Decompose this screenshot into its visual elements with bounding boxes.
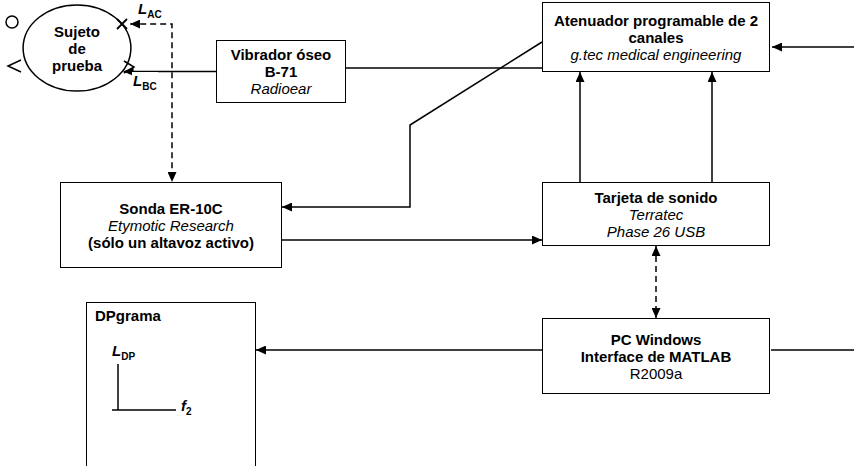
symbol-subscript: BC [142, 81, 156, 92]
connector-arrow [579, 72, 581, 182]
box-title: PC Windows [611, 331, 702, 348]
signal-label: LAC [137, 0, 163, 19]
ear-symbol [8, 60, 21, 72]
box-title: Sujeto de prueba [47, 23, 107, 74]
symbol-letter: L [133, 72, 142, 89]
signal-path [130, 24, 172, 182]
symbol-letter: L [112, 342, 121, 359]
symbol-letter: L [138, 0, 147, 17]
connector-arrow [282, 239, 542, 241]
box-title: Vibrador óseo [231, 46, 332, 63]
box-title: Atenuador programable de 2 canales [549, 12, 763, 46]
box-subtitle: Terratec [629, 206, 683, 223]
signal-label: f2 [180, 397, 193, 416]
box-title: DPgrama [95, 307, 161, 324]
device-box: Tarjeta de sonidoTerratecPhase 26 USB [542, 182, 770, 246]
device-box: Sonda ER-10CEtymotic Research(sólo un al… [60, 182, 282, 268]
symbol-subscript: DP [121, 351, 135, 362]
connector-arrow [346, 67, 542, 69]
offpage-wire [772, 46, 854, 48]
box-subtitle: R2009a [630, 365, 683, 382]
box-subtitle: B-71 [265, 63, 298, 80]
plot-panel: DPgrama [86, 302, 256, 466]
graph-axis [112, 409, 176, 411]
offpage-wire [771, 349, 854, 351]
subject-circle: Sujeto de prueba [22, 4, 132, 92]
box-subtitle: g.tec medical engineering [571, 46, 742, 63]
device-box: PC WindowsInterface de MATLABR2009a [542, 318, 770, 394]
box-subtitle: Radioear [251, 80, 312, 97]
connector-arrow [282, 42, 542, 207]
symbol-subscript: AC [147, 9, 161, 20]
box-title: Sonda ER-10C [119, 200, 222, 217]
box-subtitle: (sólo un altavoz activo) [88, 234, 254, 251]
symbol-subscript: 2 [186, 406, 192, 417]
connector-arrow [711, 72, 713, 182]
signal-label: LBC [132, 72, 158, 91]
box-title: Tarjeta de sonido [594, 189, 717, 206]
head-nose-symbol [6, 16, 18, 28]
graph-axis [117, 364, 119, 410]
connector-arrow [256, 349, 542, 351]
device-box: Atenuador programable de 2 canalesg.tec … [542, 2, 770, 72]
symbol-letter: f [181, 397, 186, 414]
signal-path [655, 246, 657, 318]
device-box: Vibrador óseoB-71Radioear [216, 40, 346, 103]
box-subtitle: Phase 26 USB [607, 223, 705, 240]
box-subtitle: Interface de MATLAB [581, 348, 732, 365]
box-subtitle: Etymotic Research [108, 217, 234, 234]
signal-label: LDP [111, 342, 136, 361]
